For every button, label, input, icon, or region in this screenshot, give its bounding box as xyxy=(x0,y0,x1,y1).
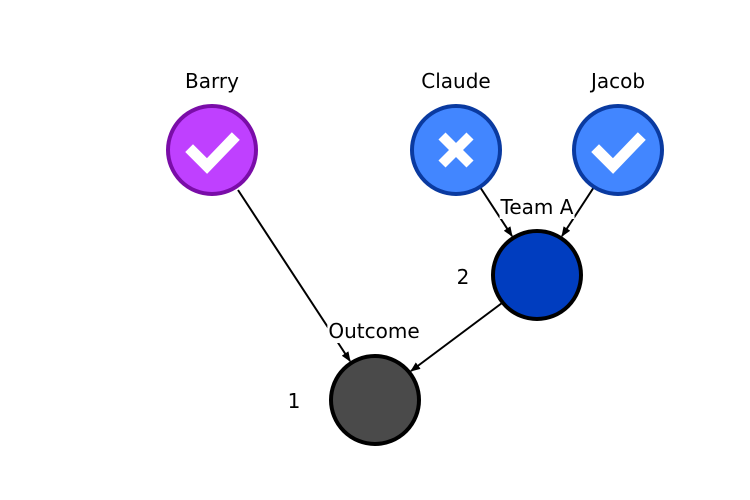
voter-node-claude xyxy=(410,104,502,196)
edge-barry-outcome xyxy=(237,189,351,362)
voter-circle-jacob xyxy=(572,104,664,196)
check-icon xyxy=(185,132,240,174)
team-node xyxy=(491,229,583,321)
edge-claude-team xyxy=(479,186,513,237)
voter-circle-barry xyxy=(166,104,258,196)
edge-team-outcome xyxy=(410,302,503,372)
voter-node-barry xyxy=(166,104,258,196)
edge-jacob-team xyxy=(561,186,595,237)
voter-node-jacob xyxy=(572,104,664,196)
x-icon xyxy=(438,132,474,168)
outcome-node xyxy=(329,354,421,446)
check-icon xyxy=(591,132,646,174)
